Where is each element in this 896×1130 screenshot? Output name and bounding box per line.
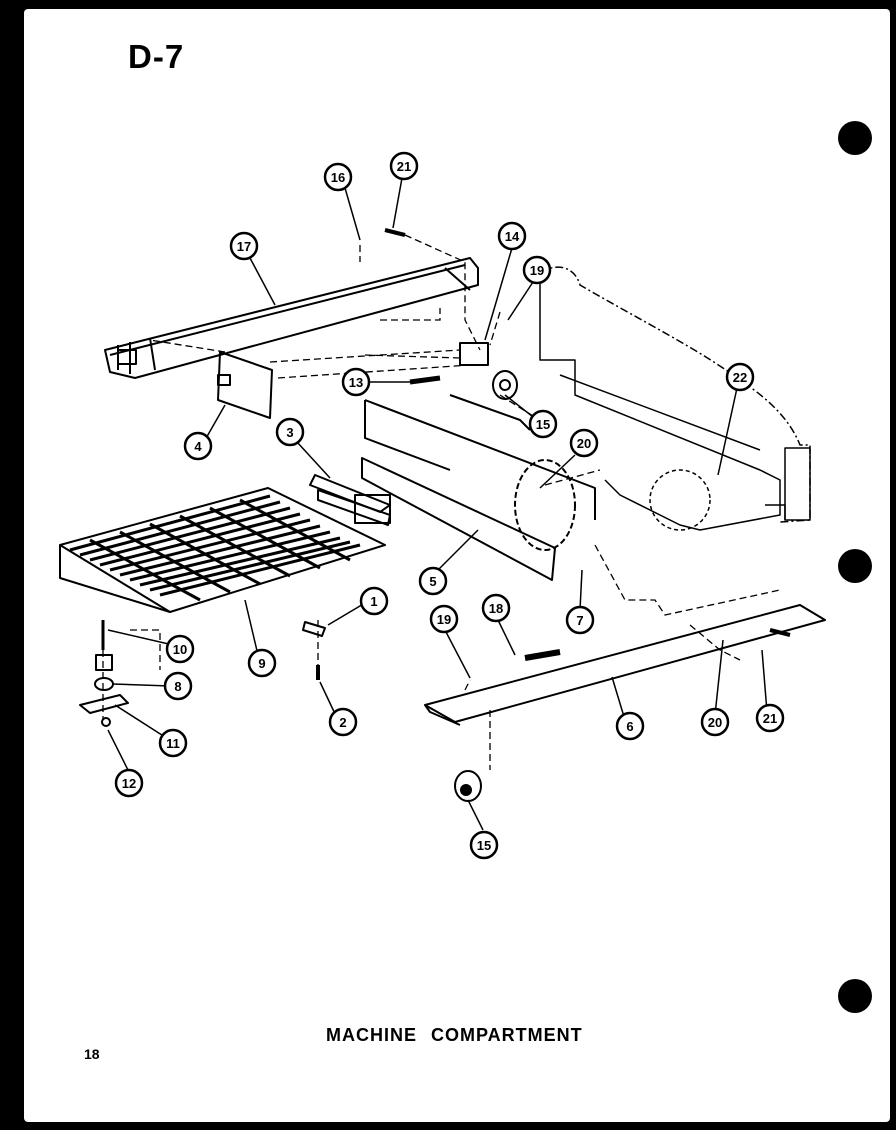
callout-label: 20	[708, 715, 722, 730]
callout-5: 5	[418, 566, 448, 596]
part-screw-top	[384, 228, 406, 237]
callout-label: 10	[173, 642, 187, 657]
callout-16: 16	[323, 162, 353, 192]
callout-label: 16	[331, 170, 345, 185]
callout-18: 18	[481, 593, 511, 623]
callout-label: 2	[339, 715, 346, 730]
part-base-pan	[539, 266, 811, 531]
callout-20-lower: 20	[700, 707, 730, 737]
binder-hole-bottom	[838, 979, 872, 1013]
callout-3: 3	[275, 417, 305, 447]
callout-8-left: 8	[163, 671, 193, 701]
callout-label: 18	[489, 601, 503, 616]
callout-10: 10	[165, 634, 195, 664]
page-label: D-7	[128, 38, 185, 75]
callout-2: 2	[328, 707, 358, 737]
callout-label: 22	[733, 370, 747, 385]
page-number: 18	[84, 1046, 100, 1062]
part-top-rail	[104, 257, 479, 379]
callout-label: 17	[237, 239, 251, 254]
callout-15-upper: 15	[528, 409, 558, 439]
callout-1: 1	[359, 586, 389, 616]
callout-label: 13	[349, 375, 363, 390]
part-front-panel	[361, 394, 596, 581]
assembly-guide-lines	[102, 234, 781, 770]
part-bottom-rail	[424, 604, 826, 726]
callout-19-lower: 19	[429, 604, 459, 634]
part-screw-bottom	[769, 628, 791, 637]
callouts: 16 21 14 19 17 13 22 15	[114, 151, 785, 860]
part-control-box	[459, 342, 489, 366]
callout-label: 3	[286, 425, 293, 440]
callout-label: 8	[174, 679, 181, 694]
callout-13: 13	[341, 367, 371, 397]
callout-label: 12	[122, 776, 136, 791]
diagram-title: MACHINE COMPARTMENT	[326, 1025, 583, 1045]
binder-hole-top	[838, 121, 872, 155]
part-wheel-upper	[492, 370, 518, 400]
callout-21-lower: 21	[755, 703, 785, 733]
callout-21-top: 21	[389, 151, 419, 181]
callout-label: 15	[536, 417, 550, 432]
callout-label: 20	[577, 436, 591, 451]
callout-label: 9	[258, 656, 265, 671]
drawing-sheet	[24, 9, 890, 1122]
callout-label: 14	[505, 229, 520, 244]
callout-label: 5	[429, 574, 436, 589]
callout-14: 14	[497, 221, 527, 251]
part-mount-stack	[79, 620, 129, 727]
callout-9: 9	[247, 648, 277, 678]
callout-19-top: 19	[522, 255, 552, 285]
callout-label: 1	[370, 594, 377, 609]
callout-label: 4	[194, 439, 202, 454]
callout-22: 22	[725, 362, 755, 392]
callout-leaders	[107, 177, 768, 831]
callout-15-lower: 15	[469, 830, 499, 860]
callout-label: 19	[437, 612, 451, 627]
callout-label: 19	[530, 263, 544, 278]
part-clip	[309, 474, 391, 526]
callout-17: 17	[229, 231, 259, 261]
part-pin	[524, 649, 561, 661]
part-bracket-plate	[217, 351, 273, 419]
callout-label: 11	[166, 736, 180, 751]
part-small-clip	[302, 621, 326, 637]
callout-label: 21	[763, 711, 777, 726]
part-condenser-coil	[59, 487, 386, 613]
callout-label: 7	[576, 613, 583, 628]
callout-label: 6	[626, 719, 633, 734]
callout-label: 21	[397, 159, 411, 174]
callout-6: 6	[615, 711, 645, 741]
part-wheel-lower	[454, 770, 482, 802]
callout-11: 11	[158, 728, 188, 758]
part-pivot-pin	[409, 375, 441, 385]
callout-20-upper: 20	[569, 428, 599, 458]
binder-hole-middle	[838, 549, 872, 583]
callout-7: 7	[565, 605, 595, 635]
callout-4: 4	[183, 431, 213, 461]
callout-12: 12	[114, 768, 144, 798]
callout-label: 15	[477, 838, 491, 853]
